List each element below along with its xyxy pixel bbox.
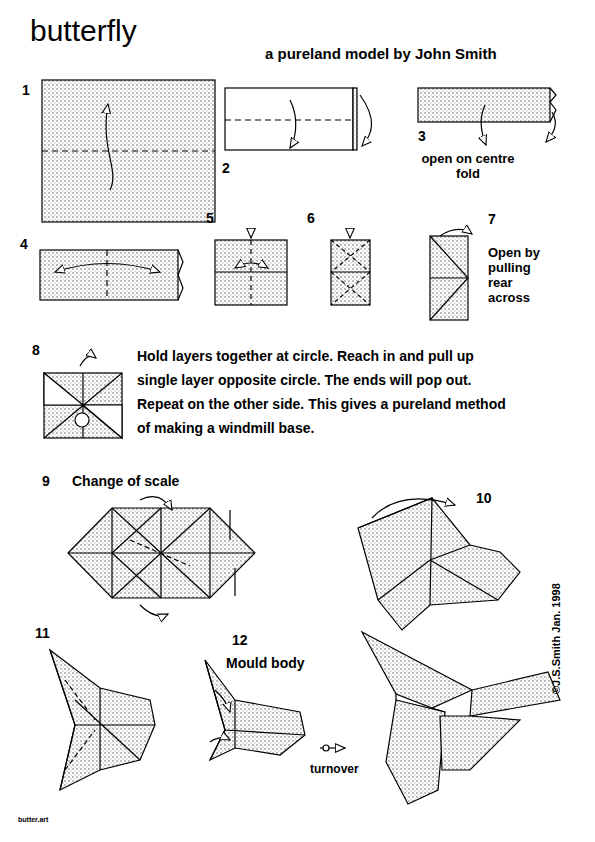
step-number: 10	[476, 490, 492, 506]
step-note: Open by pulling rear across	[488, 246, 550, 306]
step-number: 11	[35, 625, 50, 641]
subtitle: a pureland model by John Smith	[265, 45, 497, 62]
step-number: 12	[232, 632, 248, 648]
step-number: 1	[22, 82, 30, 98]
title: butterfly	[30, 14, 137, 48]
step-number: 5	[206, 210, 214, 226]
step-note: open on centre fold	[418, 152, 518, 182]
step-note: Mould body	[226, 655, 305, 671]
copyright: ©J.S.Smith Jan. 1998	[550, 583, 563, 694]
step-number: 3	[418, 128, 426, 144]
file-name: butter.art	[18, 816, 48, 824]
step-number: 7	[488, 211, 496, 227]
step-number: 9	[42, 473, 50, 489]
step-instructions: Hold layers together at circle. Reach in…	[137, 344, 507, 440]
step-number: 8	[32, 342, 40, 358]
step-number: 4	[20, 236, 28, 252]
step-note: turnover	[310, 763, 359, 777]
step-number: 2	[222, 160, 230, 176]
step-number: 6	[307, 210, 315, 226]
step-note: Change of scale	[72, 473, 179, 489]
